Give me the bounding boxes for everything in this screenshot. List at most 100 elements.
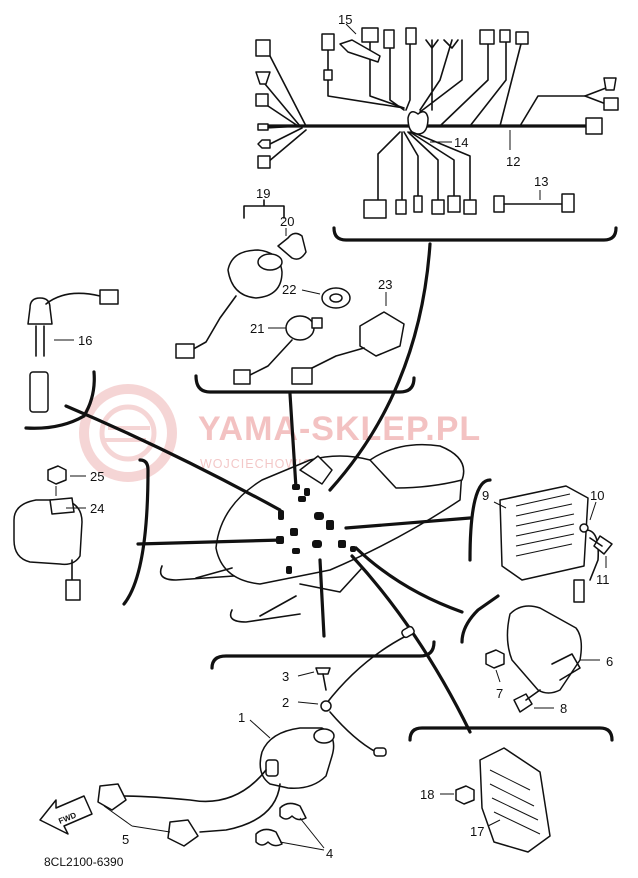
nut-icon xyxy=(47,465,67,485)
connector-icon xyxy=(255,93,269,107)
connector-icon xyxy=(255,71,271,85)
windshield-icon xyxy=(299,455,333,485)
terminal-icon xyxy=(373,747,387,757)
callout-4: 4 xyxy=(326,846,333,861)
callout-15: 15 xyxy=(338,12,352,27)
snowmobile-icon xyxy=(159,443,465,623)
terminal-icon xyxy=(579,523,589,533)
connector-icon xyxy=(405,27,417,45)
connector-icon xyxy=(321,33,335,51)
main-switch-group: 19 20 22 21 23 xyxy=(175,186,416,394)
callout-11: 11 xyxy=(596,572,610,587)
relay-part-24-icon xyxy=(13,499,83,566)
diagram-code: 8CL2100-6390 xyxy=(44,855,124,869)
callout-2: 2 xyxy=(282,695,289,710)
connector-icon xyxy=(463,199,477,215)
callout-3: 3 xyxy=(282,669,289,684)
rectifier-regulator-icon xyxy=(499,485,589,581)
group-bracket-6 xyxy=(460,594,500,644)
callout-6: 6 xyxy=(606,654,613,669)
terminal-icon xyxy=(257,123,269,131)
terminal-icon xyxy=(401,625,415,639)
group-bracket-coil xyxy=(210,640,436,670)
sleeve-icon xyxy=(29,371,49,413)
connector-icon xyxy=(515,31,529,45)
callout-25: 25 xyxy=(90,469,104,484)
connector-icon xyxy=(603,97,619,111)
callout-10: 10 xyxy=(590,488,604,503)
connector-icon xyxy=(361,27,379,43)
callout-5: 5 xyxy=(122,832,129,847)
handlebar-switch-icon xyxy=(359,311,405,357)
spark-plug-cap-icon xyxy=(97,783,127,811)
key-icon xyxy=(277,232,307,260)
connector-icon xyxy=(233,369,251,385)
callout-16: 16 xyxy=(78,333,92,348)
seat-icon xyxy=(369,443,465,489)
fuse-holder-icon xyxy=(339,39,381,63)
spark-plug-cap-icon xyxy=(167,819,199,847)
callout-12: 12 xyxy=(506,154,520,169)
cdi-unit-icon xyxy=(506,605,583,694)
group-bracket-harness xyxy=(332,226,618,242)
choke-switch-icon xyxy=(285,315,315,341)
watermark-title: YAMA-SKLEP.PL xyxy=(198,410,481,448)
callout-14: 14 xyxy=(454,135,468,150)
connector-icon xyxy=(255,39,271,57)
connector-icon xyxy=(395,199,407,215)
forward-direction-arrow: FWD xyxy=(39,795,93,835)
callout-21: 21 xyxy=(250,321,264,336)
heat-sink-part-17-icon xyxy=(479,747,551,853)
parts-17-18-group: 18 17 xyxy=(408,726,614,853)
screw-icon xyxy=(315,667,331,675)
nut-icon xyxy=(485,649,505,669)
parts-6-8-group: 6 7 8 xyxy=(460,594,613,716)
connector-icon xyxy=(99,289,119,305)
wire-harness-group: 15 14 12 13 xyxy=(255,12,619,242)
callout-9: 9 xyxy=(482,488,489,503)
part-16-group: 16 xyxy=(24,289,119,430)
ski-icon xyxy=(159,565,301,623)
connector-icon xyxy=(257,155,271,169)
callout-8: 8 xyxy=(560,701,567,716)
component-location-markers xyxy=(276,484,356,574)
callout-13: 13 xyxy=(534,174,548,189)
connector-icon xyxy=(413,195,423,213)
connector-icon xyxy=(447,195,461,213)
clamp-icon xyxy=(255,828,283,847)
connector-icon xyxy=(383,29,395,49)
callout-18: 18 xyxy=(420,787,434,802)
location-leader-lines xyxy=(64,242,472,734)
callout-24: 24 xyxy=(90,501,104,516)
connector-icon xyxy=(175,343,195,359)
callout-17: 17 xyxy=(470,824,484,839)
multi-pin-connector-icon xyxy=(363,199,387,219)
connector-icon xyxy=(585,117,603,135)
connector-icon xyxy=(573,579,585,603)
connector-icon xyxy=(561,193,575,213)
callout-22: 22 xyxy=(282,282,296,297)
connector-icon xyxy=(603,77,617,91)
callout-20: 20 xyxy=(280,214,294,229)
callout-23: 23 xyxy=(378,277,392,292)
callout-1: 1 xyxy=(238,710,245,725)
clamp-icon xyxy=(279,802,307,821)
ignition-coil-group: 3 2 1 5 4 xyxy=(97,625,436,861)
harness-clamp-icon xyxy=(407,111,429,135)
connector-icon xyxy=(493,195,505,213)
callout-19: 19 xyxy=(256,186,270,201)
terminal-icon xyxy=(257,139,271,149)
parts-24-25-group: 25 24 xyxy=(13,458,150,606)
callout-7: 7 xyxy=(496,686,503,701)
group-bracket-16 xyxy=(24,370,96,430)
nut-icon xyxy=(455,785,475,805)
group-bracket-9 xyxy=(468,478,492,562)
fwd-arrow-icon xyxy=(39,795,93,835)
group-bracket-17 xyxy=(408,726,614,742)
washer-icon xyxy=(320,700,332,712)
connector-icon xyxy=(65,579,81,601)
group-bracket-switch xyxy=(194,374,416,394)
connector-icon xyxy=(431,199,445,215)
